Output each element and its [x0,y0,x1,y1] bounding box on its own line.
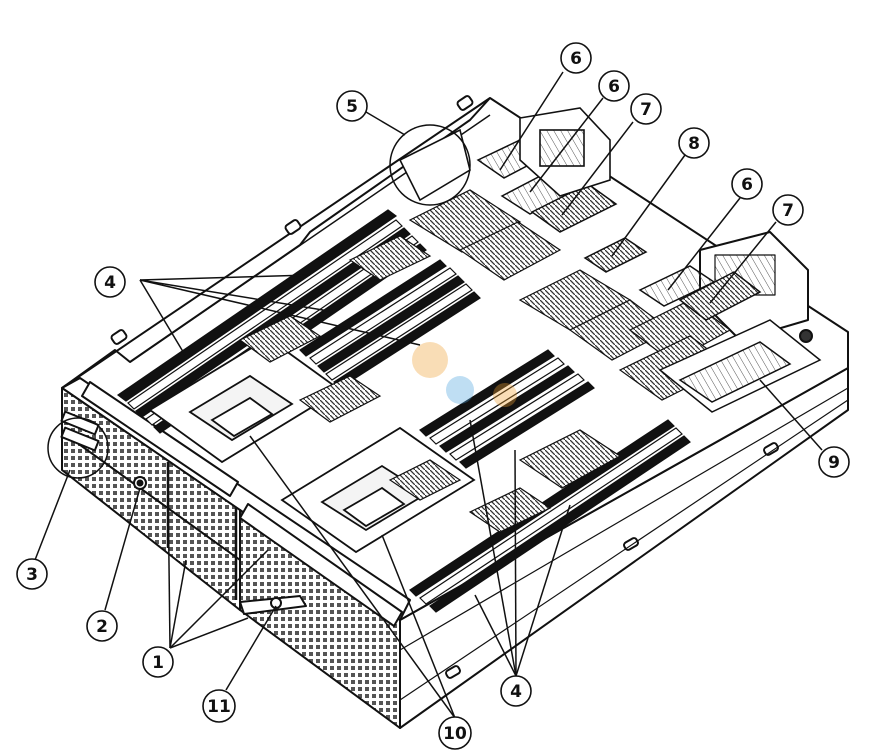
callout-3-label: 3 [26,565,38,585]
callout-9-label: 9 [828,453,840,473]
callout-7-a-label: 7 [640,100,652,120]
handle-rail-right [239,503,403,627]
rear-connector-top [398,107,611,202]
callout-5: 5 [336,90,368,122]
leader-lines [34,71,823,719]
callout-6-a: 6 [560,42,592,74]
callout-6-b-label: 6 [608,77,620,97]
callout-6-c: 6 [731,168,763,200]
callout-11: 11 [202,689,236,723]
handle-rail-left [81,381,239,497]
callout-7-b: 7 [772,194,804,226]
storage-controller-board [658,319,822,413]
callout-11-label: 11 [207,697,231,717]
highlight-circle-3 [47,417,109,479]
callout-9: 9 [818,446,850,478]
callout-10-label: 10 [443,724,467,744]
callout-8: 8 [678,127,710,159]
callout-1: 1 [142,646,174,678]
callout-1-label: 1 [152,653,164,673]
callout-10: 10 [438,716,472,750]
thumbscrew-icon [799,329,813,343]
front-bezel [60,377,411,729]
front-grille-lower [61,431,241,611]
callout-5-label: 5 [346,97,358,117]
callout-4-lower-label: 4 [510,682,522,702]
callout-6-a-label: 6 [570,49,582,69]
callout-2-label: 2 [96,617,108,637]
callout-4-upper-label: 4 [104,273,116,293]
callout-4-lower: 4 [500,675,532,707]
processor-socket-1 [148,336,342,464]
callout-6-c-label: 6 [741,175,753,195]
callout-3: 3 [16,558,48,590]
dimm-bank-center [299,259,481,389]
callout-7-b-label: 7 [782,201,794,221]
dimm-bank-lower-center [419,349,595,469]
watermark [412,342,517,407]
chassis [61,95,849,729]
callout-8-label: 8 [688,134,700,154]
callout-2: 2 [86,610,118,642]
callout-7-a: 7 [630,93,662,125]
callout-6-b: 6 [598,70,630,102]
callout-4-upper: 4 [94,266,126,298]
highlight-circle-5 [389,124,471,206]
